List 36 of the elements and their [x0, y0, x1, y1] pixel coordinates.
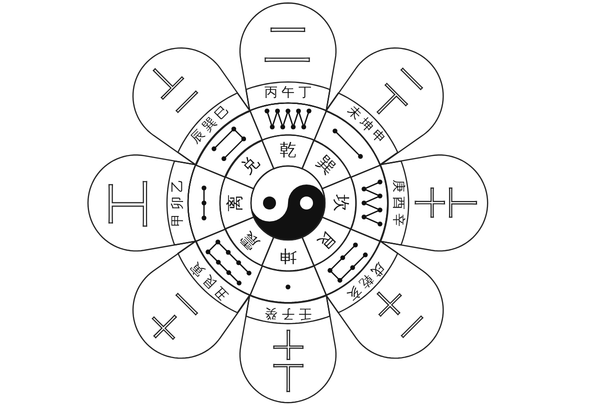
- ring-segment: [260, 134, 315, 170]
- petal-shape: [239, 294, 337, 404]
- petal-shape: [87, 154, 197, 252]
- ring-segment: [321, 176, 357, 230]
- ring-segment: [224, 216, 275, 267]
- ring-segment: [224, 139, 275, 190]
- mountain-label: 甲卯乙: [171, 175, 184, 228]
- ring-segment: [301, 216, 352, 267]
- ring-segment: [248, 264, 328, 304]
- trigram-name: 震: [239, 228, 264, 252]
- trigram-name: 兑: [239, 154, 264, 178]
- ring-segment: [248, 102, 328, 142]
- ring-segment: [245, 81, 331, 112]
- ring-segment: [245, 294, 331, 325]
- ring-segment: [219, 176, 255, 230]
- ring-segment: [187, 164, 226, 242]
- trigram-name: 巽: [312, 154, 337, 178]
- trigram-name: 坎: [331, 194, 348, 212]
- mountain-label: 壬子癸: [260, 306, 312, 320]
- trigram-name: 艮: [312, 228, 337, 252]
- ring-segment: [350, 164, 389, 242]
- mountain-label: 丙午丁: [263, 86, 316, 99]
- trigram-name: 坤: [279, 246, 296, 264]
- ring-segment: [301, 139, 352, 190]
- outline-character: 丄十: [272, 328, 304, 392]
- petal-shape: [239, 2, 337, 112]
- mountain-label: 庚酉辛: [392, 178, 405, 230]
- ring-segment: [379, 160, 410, 246]
- petal-shape: [379, 154, 489, 252]
- ring-segment: [166, 160, 197, 246]
- outline-character: 工: [106, 178, 156, 227]
- outline-character: 二: [264, 21, 312, 71]
- ring-segment: [260, 236, 315, 272]
- outline-character: 丄十: [412, 187, 478, 218]
- trigram-name: 乾: [279, 142, 296, 160]
- trigram-name: 离: [228, 194, 244, 212]
